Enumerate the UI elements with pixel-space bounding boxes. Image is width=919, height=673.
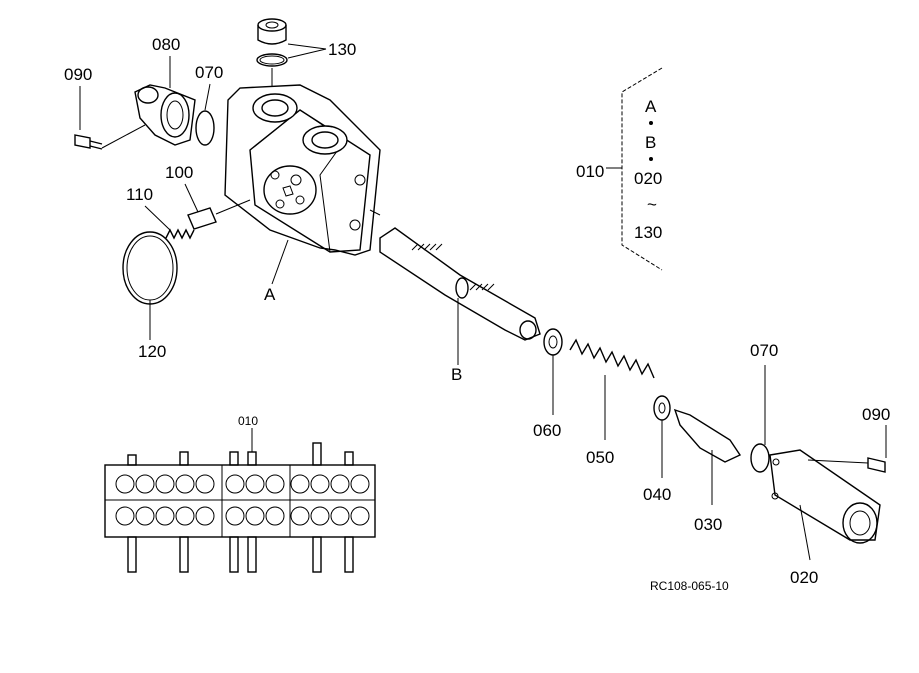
- plug-130: [256, 18, 327, 92]
- label-010-small: 010: [238, 414, 258, 428]
- flange-080: [134, 84, 196, 146]
- label-020: 020: [790, 568, 818, 587]
- valve-body-A: [224, 84, 381, 256]
- bracket-item-A: A: [645, 97, 657, 116]
- bracket-item-020: 020: [634, 169, 662, 188]
- label-120: 120: [138, 342, 166, 361]
- bolt-030: [673, 408, 742, 505]
- washer-060: [543, 328, 563, 415]
- label-050: 050: [586, 448, 614, 467]
- label-090-bottom: 090: [862, 405, 890, 424]
- label-070-top: 070: [195, 63, 223, 82]
- label-060: 060: [533, 421, 561, 440]
- label-090-top: 090: [64, 65, 92, 84]
- washer-040: [653, 395, 671, 478]
- bracket-item-130: 130: [634, 223, 662, 242]
- valve-bank-overview: [104, 428, 376, 573]
- assembly-bracket: A B 020 ~ 130: [606, 67, 662, 271]
- label-130: 130: [328, 40, 356, 59]
- o-ring-070-top: [195, 110, 215, 146]
- spool-B: [379, 227, 541, 365]
- label-040: 040: [643, 485, 671, 504]
- piston-100: [187, 199, 251, 230]
- label-030: 030: [694, 515, 722, 534]
- label-100: 100: [165, 163, 193, 182]
- bolt-090-top: [74, 124, 146, 150]
- bolt-090-bottom: [807, 425, 887, 473]
- o-ring-070-bottom: [750, 365, 770, 473]
- reference-code: RC108-065-10: [650, 579, 729, 593]
- spring-050: [569, 338, 655, 440]
- label-080: 080: [152, 35, 180, 54]
- o-ring-120: [122, 231, 178, 340]
- label-110: 110: [126, 185, 153, 204]
- spring-110: [165, 228, 195, 240]
- label-070-bottom: 070: [750, 341, 778, 360]
- bracket-range-symbol: ~: [647, 195, 657, 214]
- label-010: 010: [576, 162, 604, 181]
- label-A: A: [264, 285, 276, 304]
- label-B: B: [451, 365, 462, 384]
- bracket-item-B: B: [645, 133, 656, 152]
- cap-020: [769, 449, 881, 561]
